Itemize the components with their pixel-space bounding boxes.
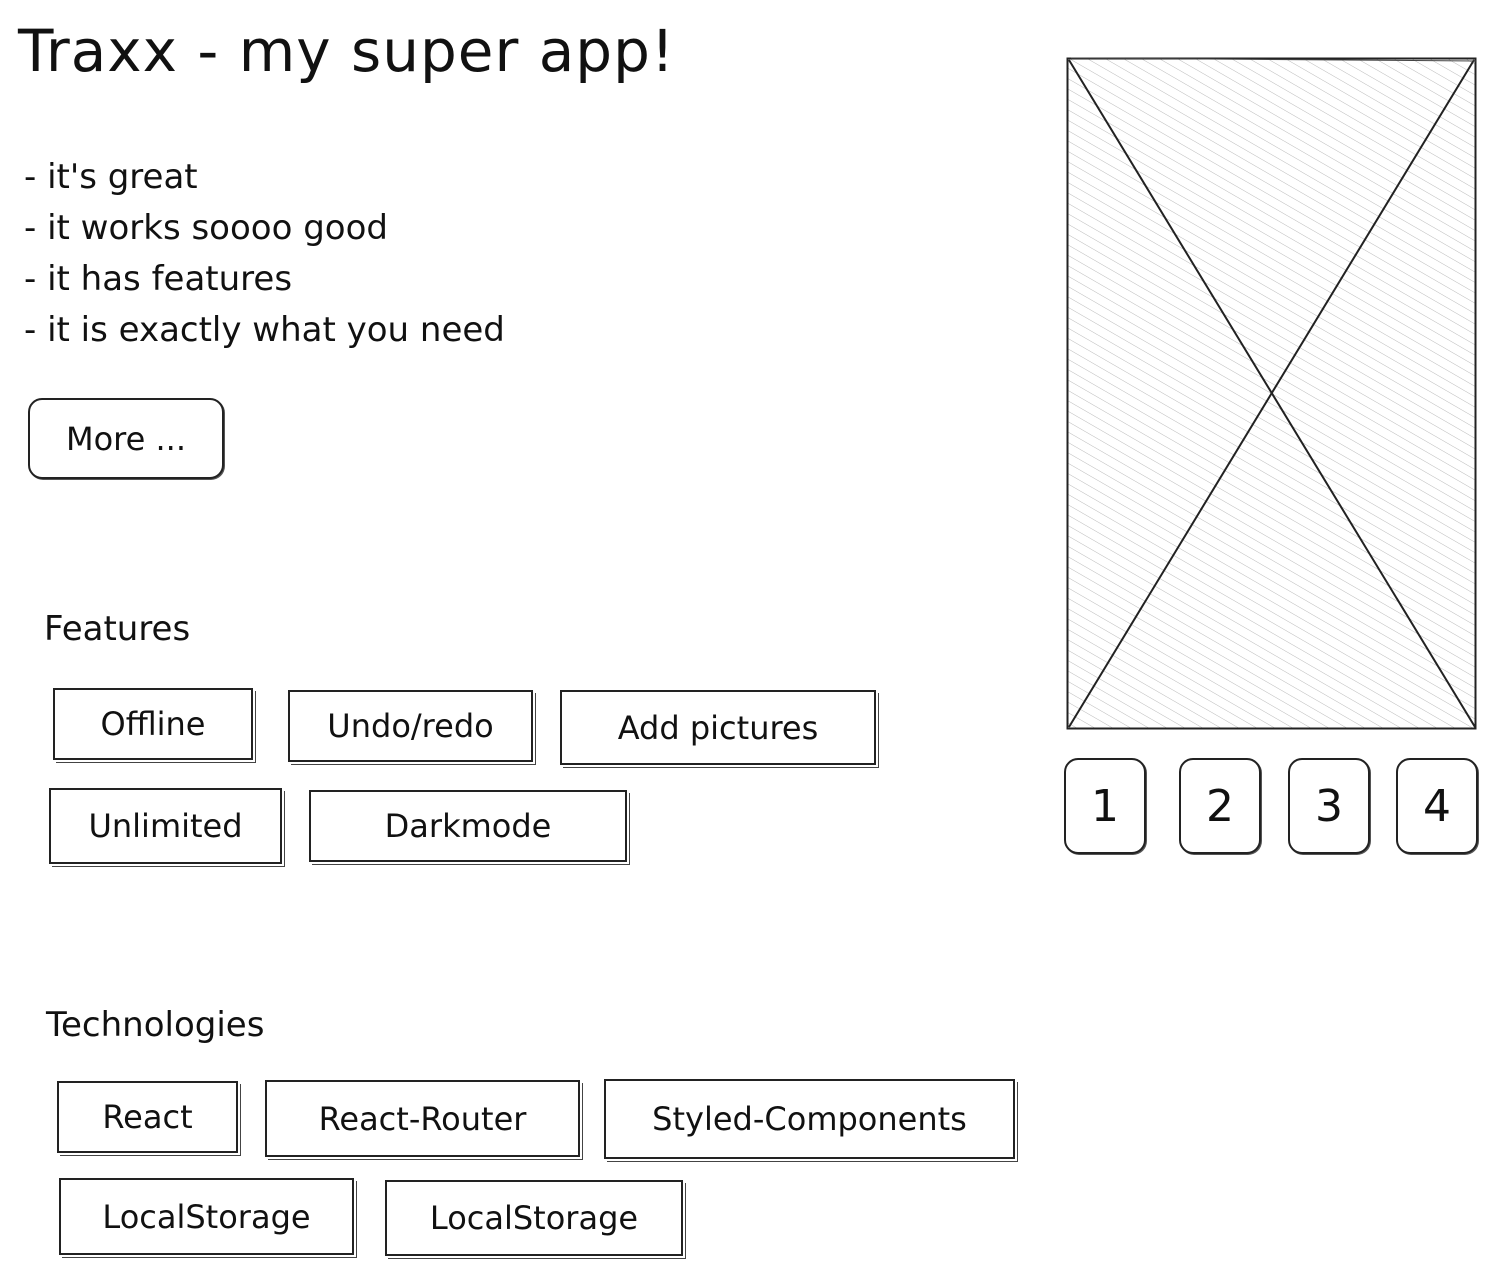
tech-tag-styled-components[interactable]: Styled-Components xyxy=(604,1079,1015,1159)
feature-tag-offline[interactable]: Offline xyxy=(53,688,253,760)
bullet-item: - it works soooo good xyxy=(24,208,388,248)
bullet-item: - it is exactly what you need xyxy=(24,310,505,350)
gallery-page-1-button[interactable]: 1 xyxy=(1064,758,1146,854)
tech-tag-react[interactable]: React xyxy=(57,1081,238,1153)
feature-tag-unlimited[interactable]: Unlimited xyxy=(49,788,282,864)
page-title: Traxx - my super app! xyxy=(18,17,676,85)
feature-bullet-list: - it's great - it works soooo good - it … xyxy=(24,152,505,356)
gallery-page-3-button[interactable]: 3 xyxy=(1288,758,1370,854)
image-placeholder-icon xyxy=(1066,57,1477,730)
tech-tag-localstorage[interactable]: LocalStorage xyxy=(59,1178,354,1255)
bullet-item: - it has features xyxy=(24,259,293,299)
bullet-item: - it's great xyxy=(24,157,198,197)
more-button[interactable]: More ... xyxy=(28,398,224,479)
feature-tag-undo-redo[interactable]: Undo/redo xyxy=(288,690,533,762)
tech-tag-react-router[interactable]: React-Router xyxy=(265,1080,580,1157)
gallery-page-2-button[interactable]: 2 xyxy=(1179,758,1261,854)
tech-tag-localstorage[interactable]: LocalStorage xyxy=(385,1180,683,1256)
gallery-page-4-button[interactable]: 4 xyxy=(1396,758,1478,854)
technologies-heading: Technologies xyxy=(46,1005,265,1045)
feature-tag-add-pictures[interactable]: Add pictures xyxy=(560,690,876,765)
features-heading: Features xyxy=(44,609,191,649)
feature-tag-darkmode[interactable]: Darkmode xyxy=(309,790,627,862)
